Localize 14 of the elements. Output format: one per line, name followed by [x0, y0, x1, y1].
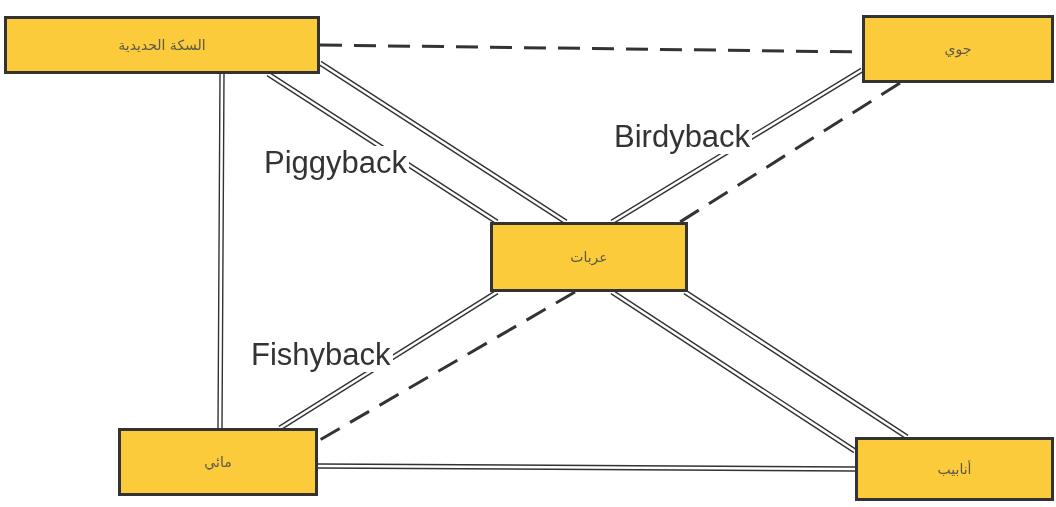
- mode-label: أنابيب: [937, 461, 972, 477]
- double-line: [217, 73, 225, 429]
- dashed-line: [679, 81, 901, 224]
- dashed-line: [317, 290, 576, 443]
- double-line: [317, 463, 856, 472]
- mode-label: عربات: [570, 249, 608, 265]
- mode-box: [862, 15, 1054, 83]
- mode-label: السكة الحديدية: [118, 37, 206, 53]
- mode-box: [4, 16, 320, 74]
- mode-label: مائي: [204, 454, 232, 470]
- mode-label: جوي: [944, 41, 972, 57]
- mode-box: [118, 428, 318, 496]
- mode-box: [490, 222, 688, 292]
- mode-box: [855, 437, 1054, 501]
